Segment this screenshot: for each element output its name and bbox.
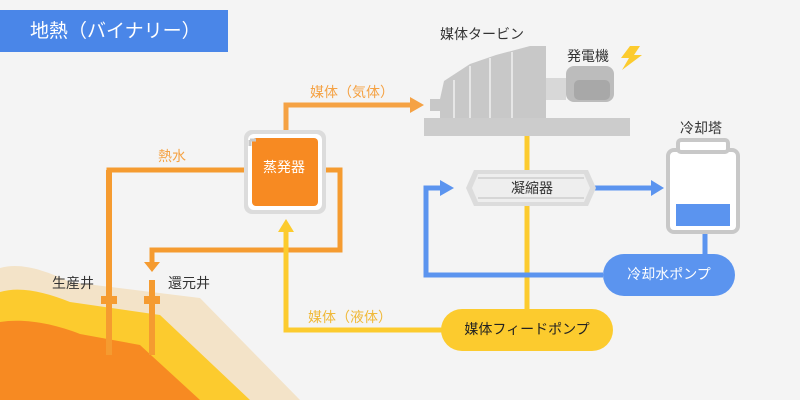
turbine-label: 媒体タービン (440, 27, 524, 43)
cooling-tower-label: 冷却塔 (680, 121, 722, 137)
reinjection-well (144, 280, 160, 355)
cooling-pump-label: 冷却水ポンプ (603, 254, 735, 296)
medium-liquid-arrow (278, 219, 294, 232)
cooling-in-arrow (440, 180, 454, 196)
medium-liquid-loop (283, 136, 530, 333)
evaporator (244, 130, 326, 214)
hot-water-label: 熱水 (158, 149, 186, 165)
page-title: 地熱（バイナリー） (0, 10, 228, 52)
reinjection-well-label: 還元井 (168, 276, 210, 292)
ground-inner-layer (0, 320, 200, 400)
medium-liquid-label: 媒体（液体） (308, 310, 392, 326)
cooling-water-loop (423, 185, 708, 278)
cooling-out-arrow (651, 180, 664, 196)
hot-water-loop (106, 167, 343, 262)
cooling-tower (666, 138, 740, 234)
generator-label: 発電機 (567, 49, 609, 65)
reinjection-arrow (144, 262, 160, 272)
medium-gas-line (283, 102, 410, 132)
lightning-bolt-icon (621, 46, 642, 70)
condenser-label: 凝縮器 (511, 181, 553, 197)
medium-gas-arrow (410, 97, 424, 113)
medium-gas-label: 媒体（気体） (310, 85, 394, 101)
production-well-label: 生産井 (52, 276, 94, 292)
generator (566, 66, 614, 102)
feed-pump-label: 媒体フィードポンプ (441, 309, 613, 351)
production-well (101, 170, 117, 355)
turbine (424, 46, 630, 136)
condenser (466, 170, 596, 206)
evaporator-label: 蒸発器 (263, 160, 305, 176)
